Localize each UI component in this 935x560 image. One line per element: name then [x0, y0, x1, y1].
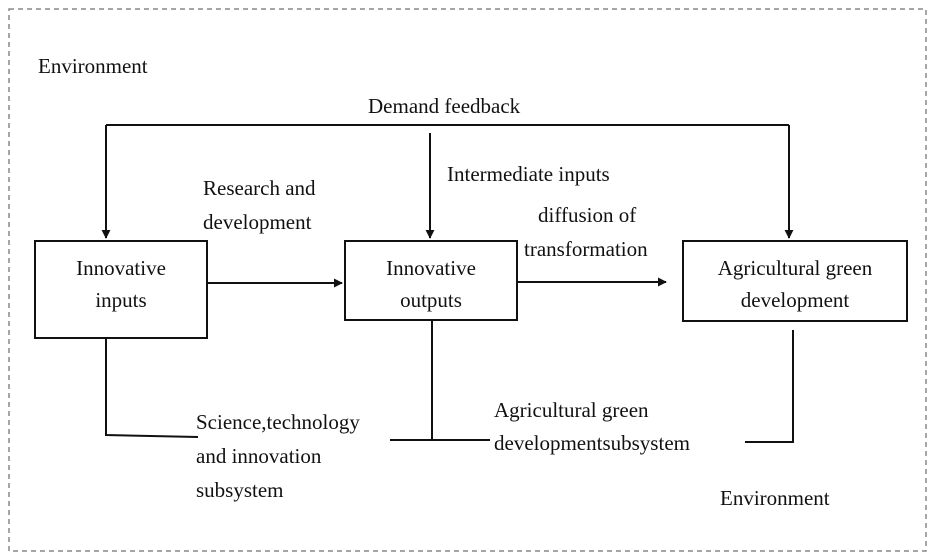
science-subsystem-label-line3: subsystem [196, 478, 284, 502]
diffusion-label-line1: diffusion of [538, 203, 636, 227]
science-subsystem-bracket [105, 338, 199, 438]
innovative-outputs-label-line2: outputs [400, 288, 462, 312]
intermediate-inputs-label: Intermediate inputs [447, 162, 610, 186]
environment-label-top: Environment [38, 54, 148, 78]
agri-subsystem-label-line1: Agricultural green [494, 398, 649, 422]
environment-label-bottom: Environment [720, 486, 830, 510]
research-label-line2: development [203, 210, 312, 234]
diffusion-label-line2: transformation [524, 237, 648, 261]
agri-subsystem-bracket [745, 330, 794, 443]
agd-label-line1: Agricultural green [718, 256, 873, 280]
research-label-line1: Research and [203, 176, 316, 200]
innovative-outputs-label-line1: Innovative [386, 256, 476, 280]
agri-subsystem-label-line2: developmentsubsystem [494, 431, 690, 455]
outer-frame [8, 8, 927, 552]
demand-feedback-label: Demand feedback [368, 94, 521, 118]
agd-label-line2: development [741, 288, 850, 312]
science-subsystem-label-line1: Science,technology [196, 410, 360, 434]
innovative-inputs-box [34, 240, 208, 339]
science-subsystem-label-line2: and innovation [196, 444, 322, 468]
innovative-inputs-label-line2: inputs [95, 288, 146, 312]
innovative-inputs-label-line1: Innovative [76, 256, 166, 280]
agricultural-green-development-box [682, 240, 908, 322]
